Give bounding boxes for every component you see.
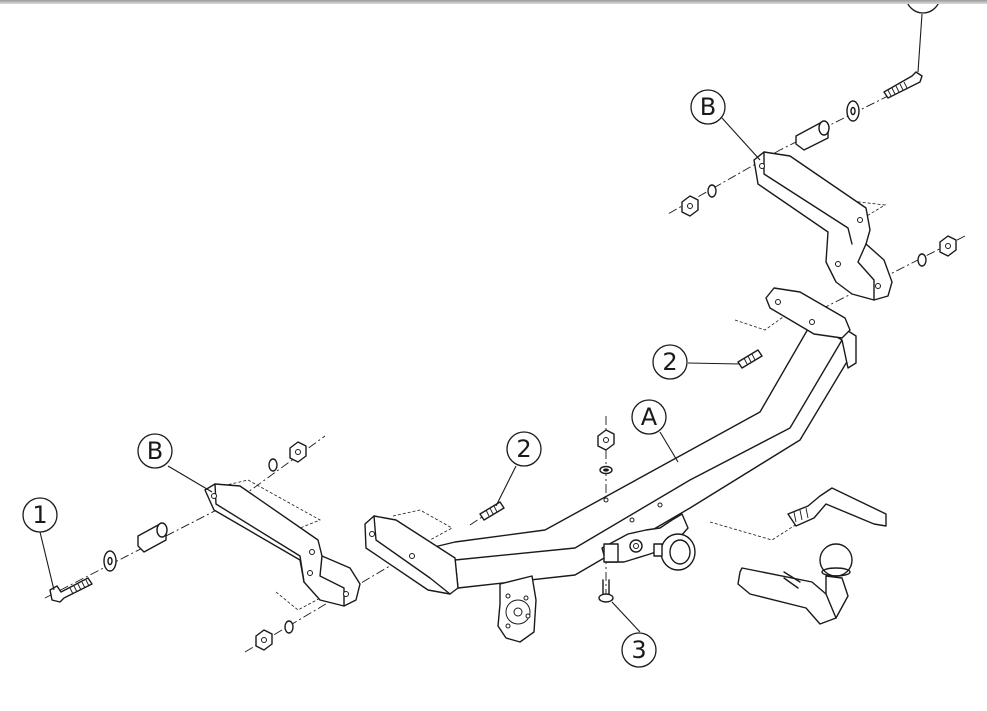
right-washer	[846, 100, 860, 122]
left-bracket	[204, 483, 361, 607]
release-handle	[787, 487, 887, 527]
window-top-edge	[0, 0, 987, 4]
electrical-socket-bracket	[497, 575, 537, 643]
callout-2-right: 2	[652, 344, 688, 380]
right-bracket	[753, 151, 893, 301]
left-bolt	[49, 577, 93, 603]
left-upper-nut	[268, 441, 307, 472]
callout-label: 1	[32, 501, 47, 529]
left-washer	[103, 550, 117, 572]
left-spacer-tube	[137, 522, 168, 553]
callout-label: 2	[662, 348, 677, 376]
left-crossbar-plate	[364, 515, 459, 595]
left-screw-2	[479, 501, 505, 521]
right-lower-nut	[917, 235, 957, 267]
callout-leaders	[39, 13, 923, 633]
callout-label: B	[700, 93, 716, 121]
tow-ball-neck	[737, 543, 853, 625]
right-crossbar-plate	[765, 287, 851, 339]
callout-3: 3	[621, 632, 657, 668]
callout-label: 1	[915, 0, 930, 10]
callout-2-left: 2	[506, 431, 542, 467]
callout-label: B	[147, 437, 163, 465]
center-nut	[597, 429, 615, 475]
callout-1-left: 1	[22, 497, 58, 533]
callout-b-right: B	[690, 89, 726, 125]
callout-label: 3	[631, 636, 646, 664]
right-spacer-tube	[795, 120, 830, 151]
bottom-bolt-3	[598, 579, 614, 603]
callout-b-left: B	[137, 433, 173, 469]
ball-receiver-housing	[601, 513, 696, 571]
callout-a: A	[631, 399, 667, 435]
right-screw-2	[737, 349, 763, 369]
right-upper-nut	[681, 184, 717, 217]
right-bolt	[883, 71, 923, 99]
left-lower-nut	[255, 620, 294, 651]
callout-label: 2	[516, 435, 531, 463]
callout-label: A	[641, 403, 658, 431]
